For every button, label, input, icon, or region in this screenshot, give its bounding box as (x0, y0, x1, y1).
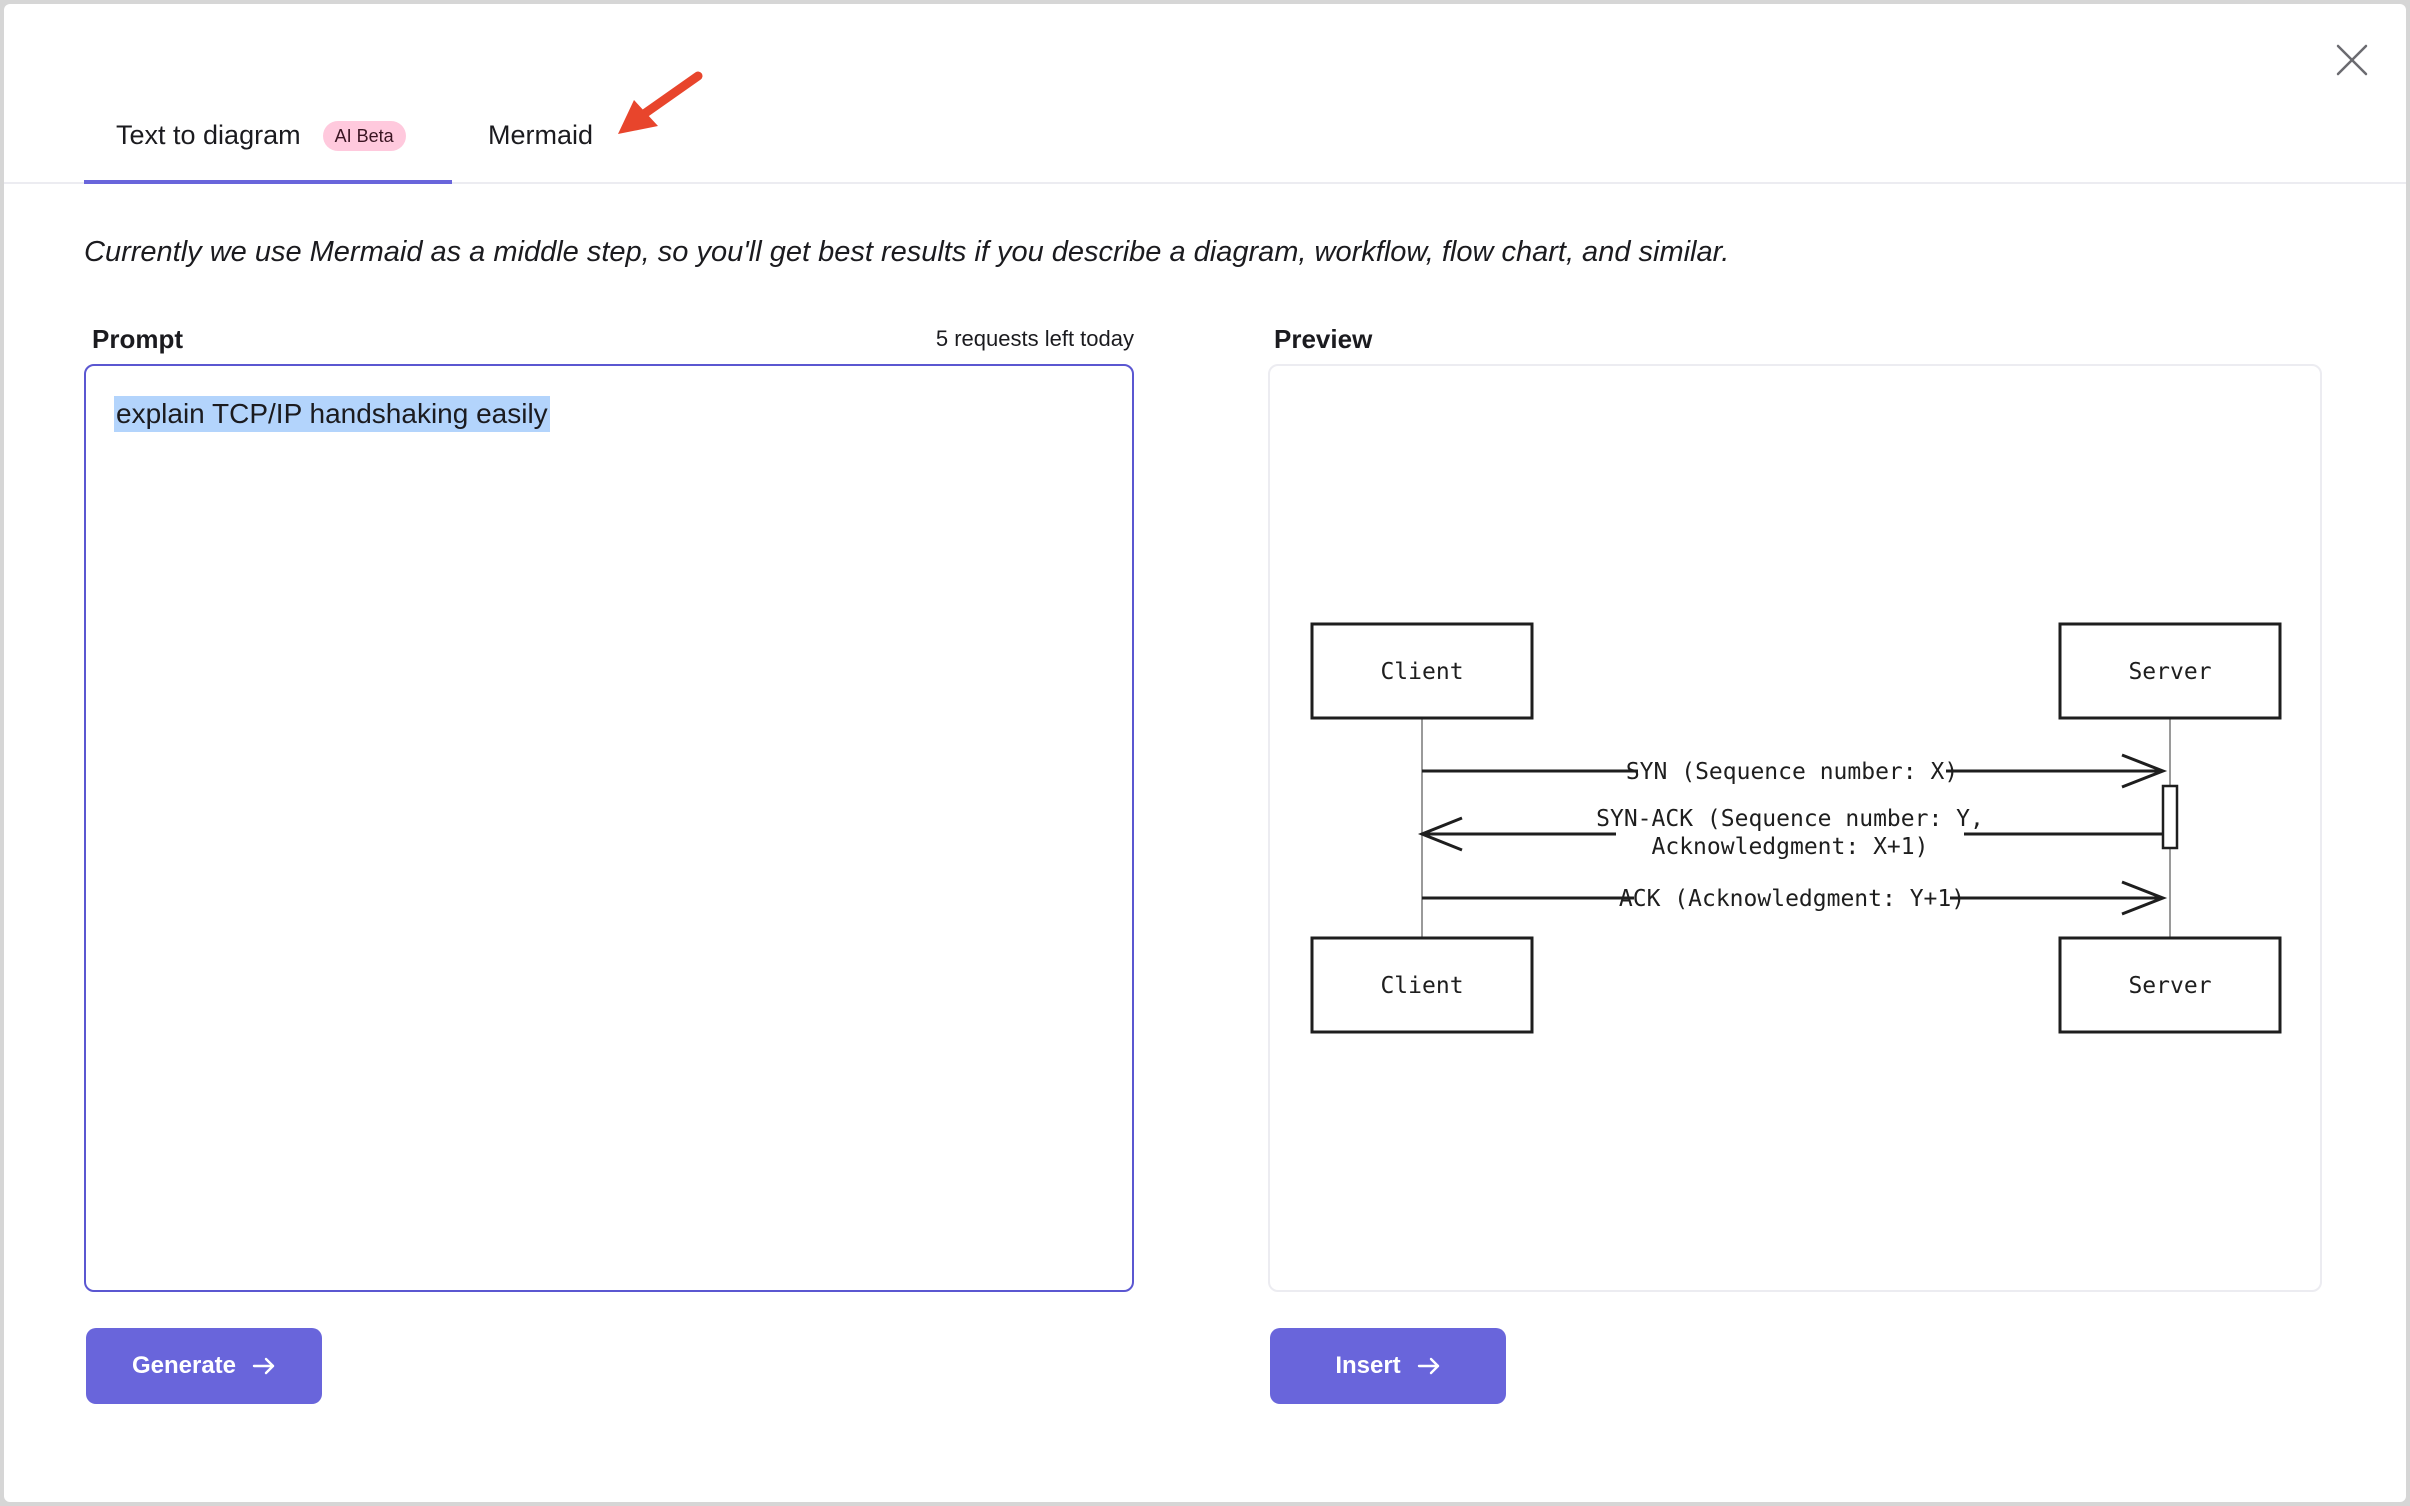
actor-label: Client (1380, 659, 1463, 685)
insert-label: Insert (1335, 1352, 1401, 1379)
message-label: SYN (Sequence number: X) (1626, 759, 1958, 785)
tab-label: Text to diagram (116, 120, 301, 150)
message-label: ACK (Acknowledgment: Y+1) (1619, 886, 1965, 912)
tab-bar: Text to diagram AI Beta Mermaid (4, 4, 2406, 184)
tab-mermaid[interactable]: Mermaid (484, 104, 624, 180)
actor-client-bottom: Client (1310, 936, 1534, 1034)
tab-text-to-diagram[interactable]: Text to diagram AI Beta (84, 104, 452, 184)
close-button[interactable] (2330, 38, 2374, 82)
actor-label: Server (2128, 659, 2211, 685)
message-ack: ACK (Acknowledgment: Y+1) (1422, 880, 2168, 916)
actor-server-top: Server (2058, 622, 2282, 720)
actor-label: Server (2128, 973, 2211, 999)
actor-server-bottom: Server (2058, 936, 2282, 1034)
generate-label: Generate (131, 1352, 237, 1379)
text-to-diagram-dialog: Text to diagram AI Beta Mermaid Currentl… (4, 4, 2406, 1502)
prompt-textarea[interactable]: explain TCP/IP handshaking easily (84, 364, 1134, 1292)
tab-label: Mermaid (488, 120, 594, 150)
message-syn: SYN (Sequence number: X) (1422, 753, 2168, 789)
actor-label: Client (1380, 973, 1463, 999)
prompt-label: Prompt (92, 324, 183, 354)
insert-button[interactable]: Insert (1270, 1328, 1506, 1404)
generate-button[interactable]: Generate (86, 1328, 322, 1404)
message-label-line2: Acknowledgment: X+1) (1652, 834, 1929, 860)
ai-beta-badge: AI Beta (322, 121, 406, 151)
preview-label: Preview (1274, 324, 1373, 354)
close-icon (2336, 44, 2368, 76)
message-label-line1: SYN-ACK (Sequence number: Y, (1596, 806, 1984, 832)
message-syn-ack: SYN-ACK (Sequence number: Y, Acknowledgm… (1417, 806, 2163, 860)
prompt-value: explain TCP/IP handshaking easily (114, 396, 550, 432)
requests-left-text: 5 requests left today (935, 326, 1134, 351)
annotation-arrow-icon (618, 71, 703, 134)
arrow-right-icon (252, 1357, 275, 1375)
preview-panel: Client Server SYN (Sequence number: X) S (1268, 364, 2322, 1292)
description-text: Currently we use Mermaid as a middle ste… (84, 236, 1730, 268)
actor-client-top: Client (1310, 622, 1534, 720)
server-activation (2161, 784, 2179, 850)
arrow-right-icon (1417, 1357, 1439, 1375)
sequence-diagram: Client Server SYN (Sequence number: X) S (1310, 622, 2282, 1034)
